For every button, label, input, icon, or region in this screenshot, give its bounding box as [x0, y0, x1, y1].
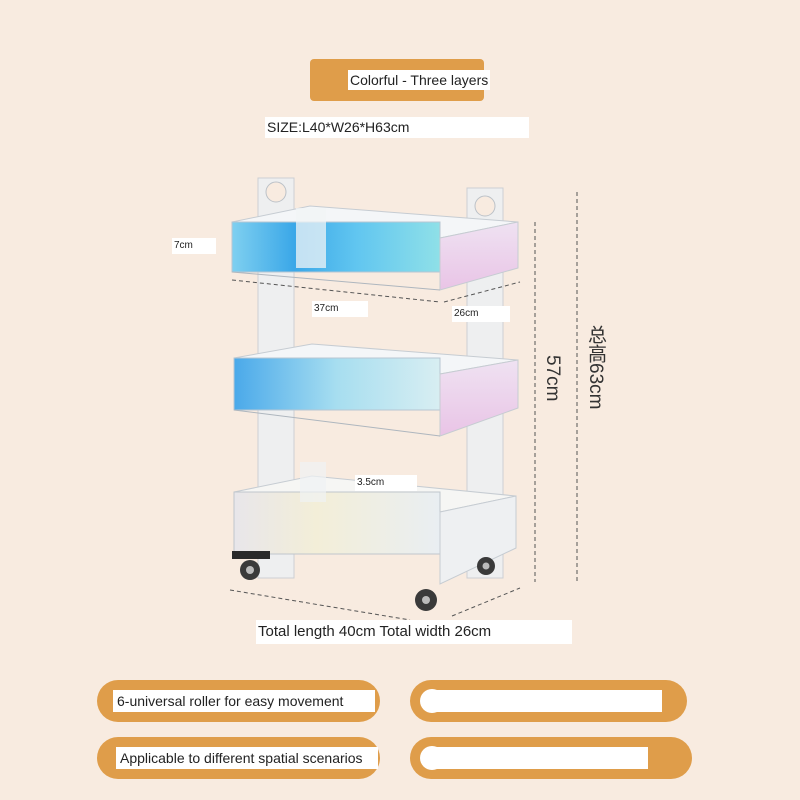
middle-shelf-base-line: [233, 409, 441, 437]
feature-label-2: [432, 690, 662, 712]
caster-front: [415, 589, 437, 611]
dim-label-divider: 3.5cm: [355, 475, 417, 491]
dim-line-26cm: [443, 281, 521, 303]
dim-label-total-height: 总高63cm: [585, 325, 606, 410]
top-shelf-side: [439, 221, 519, 291]
middle-shelf-front: [233, 357, 441, 411]
feature-label-3: Applicable to different spatial scenario…: [116, 747, 378, 769]
top-shelf-front: [231, 221, 441, 273]
dim-label-inner-height: 57cm: [542, 355, 563, 402]
left-post-hole: [265, 181, 287, 203]
bottom-shelf-divider: [300, 462, 326, 502]
middle-shelf-side: [439, 359, 519, 437]
feature-label-4: [432, 747, 648, 769]
feature-label-1: 6-universal roller for easy movement: [113, 690, 375, 712]
bottom-shelf-front: [233, 491, 441, 555]
caster-left: [232, 551, 270, 580]
dim-label-shelf-width: 26cm: [452, 306, 510, 322]
dim-line-total-width: [451, 587, 521, 617]
size-spec: SIZE:L40*W26*H63cm: [265, 117, 529, 138]
caster-right: [477, 557, 495, 575]
right-post-hole: [474, 195, 496, 217]
dim-line-total-length: [229, 589, 411, 621]
dim-label-shelf-height: 7cm: [172, 238, 216, 254]
bottom-shelf-side: [439, 495, 517, 585]
top-shelf-base-line: [231, 271, 441, 291]
dim-label-shelf-length: 37cm: [312, 301, 368, 317]
top-shelf-divider: [296, 208, 326, 268]
title-text: Colorful - Three layers: [348, 70, 491, 90]
total-dimensions: Total length 40cm Total width 26cm: [256, 620, 572, 644]
